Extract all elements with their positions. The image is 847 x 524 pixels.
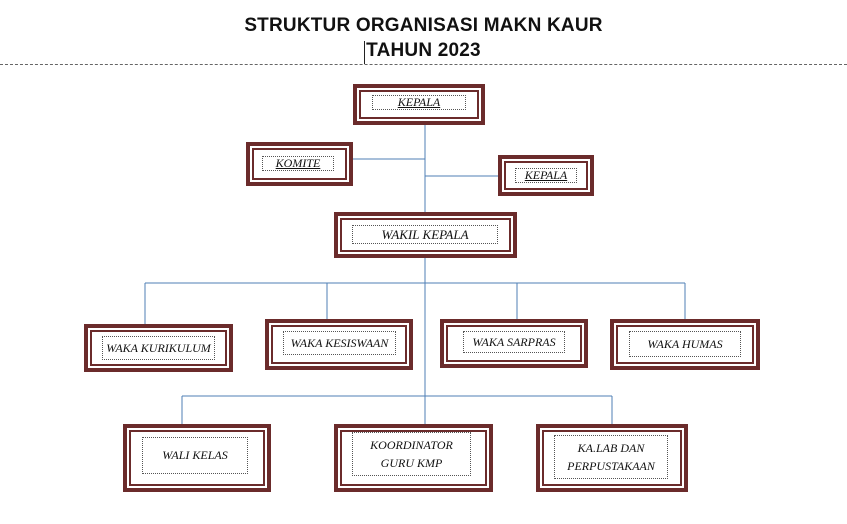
org-label-wali-kelas: WALI KELAS bbox=[142, 437, 248, 474]
org-label-kalab-line1: KA.LAB DAN bbox=[577, 441, 645, 455]
org-label-kalab-perpustakaan: KA.LAB DAN PERPUSTAKAAN bbox=[554, 435, 668, 479]
org-label-kalab-line2: PERPUSTAKAAN bbox=[567, 459, 655, 473]
org-label-waka-sarpras: WAKA SARPRAS bbox=[463, 331, 565, 353]
chart-title-line-1: STRUKTUR ORGANISASI MAKN KAUR bbox=[244, 15, 603, 36]
org-box-wakil-kepala: WAKIL KEPALA bbox=[334, 212, 517, 258]
org-label-waka-kesiswaan: WAKA KESISWAAN bbox=[283, 331, 396, 355]
org-label-koordinator-line2: GURU KMP bbox=[380, 456, 443, 470]
org-box-kepala-side: KEPALA bbox=[498, 155, 594, 196]
text-cursor bbox=[364, 41, 365, 64]
page-break-rule bbox=[0, 64, 847, 65]
org-box-koordinator-guru-kmp: KOORDINATOR GURU KMP bbox=[334, 424, 493, 492]
org-box-komite: KOMITE bbox=[246, 142, 353, 186]
org-label-komite: KOMITE bbox=[262, 156, 334, 171]
org-box-wali-kelas: WALI KELAS bbox=[123, 424, 271, 492]
org-label-waka-humas: WAKA HUMAS bbox=[629, 331, 741, 357]
org-label-kepala: KEPALA bbox=[372, 95, 466, 110]
org-box-waka-kurikulum: WAKA KURIKULUM bbox=[84, 324, 233, 372]
org-box-kalab-perpustakaan: KA.LAB DAN PERPUSTAKAAN bbox=[536, 424, 688, 492]
org-label-kepala-side: KEPALA bbox=[515, 168, 577, 183]
org-label-wakil-kepala: WAKIL KEPALA bbox=[352, 225, 498, 244]
org-label-koordinator-line1: KOORDINATOR bbox=[370, 438, 453, 452]
org-label-waka-kurikulum: WAKA KURIKULUM bbox=[102, 336, 215, 360]
org-box-waka-kesiswaan: WAKA KESISWAAN bbox=[265, 319, 413, 370]
org-box-kepala: KEPALA bbox=[353, 84, 485, 125]
org-label-koordinator-guru-kmp: KOORDINATOR GURU KMP bbox=[352, 432, 471, 476]
org-box-waka-sarpras: WAKA SARPRAS bbox=[440, 319, 588, 368]
chart-title-line-2: TAHUN 2023 bbox=[366, 40, 481, 61]
org-box-waka-humas: WAKA HUMAS bbox=[610, 319, 760, 370]
